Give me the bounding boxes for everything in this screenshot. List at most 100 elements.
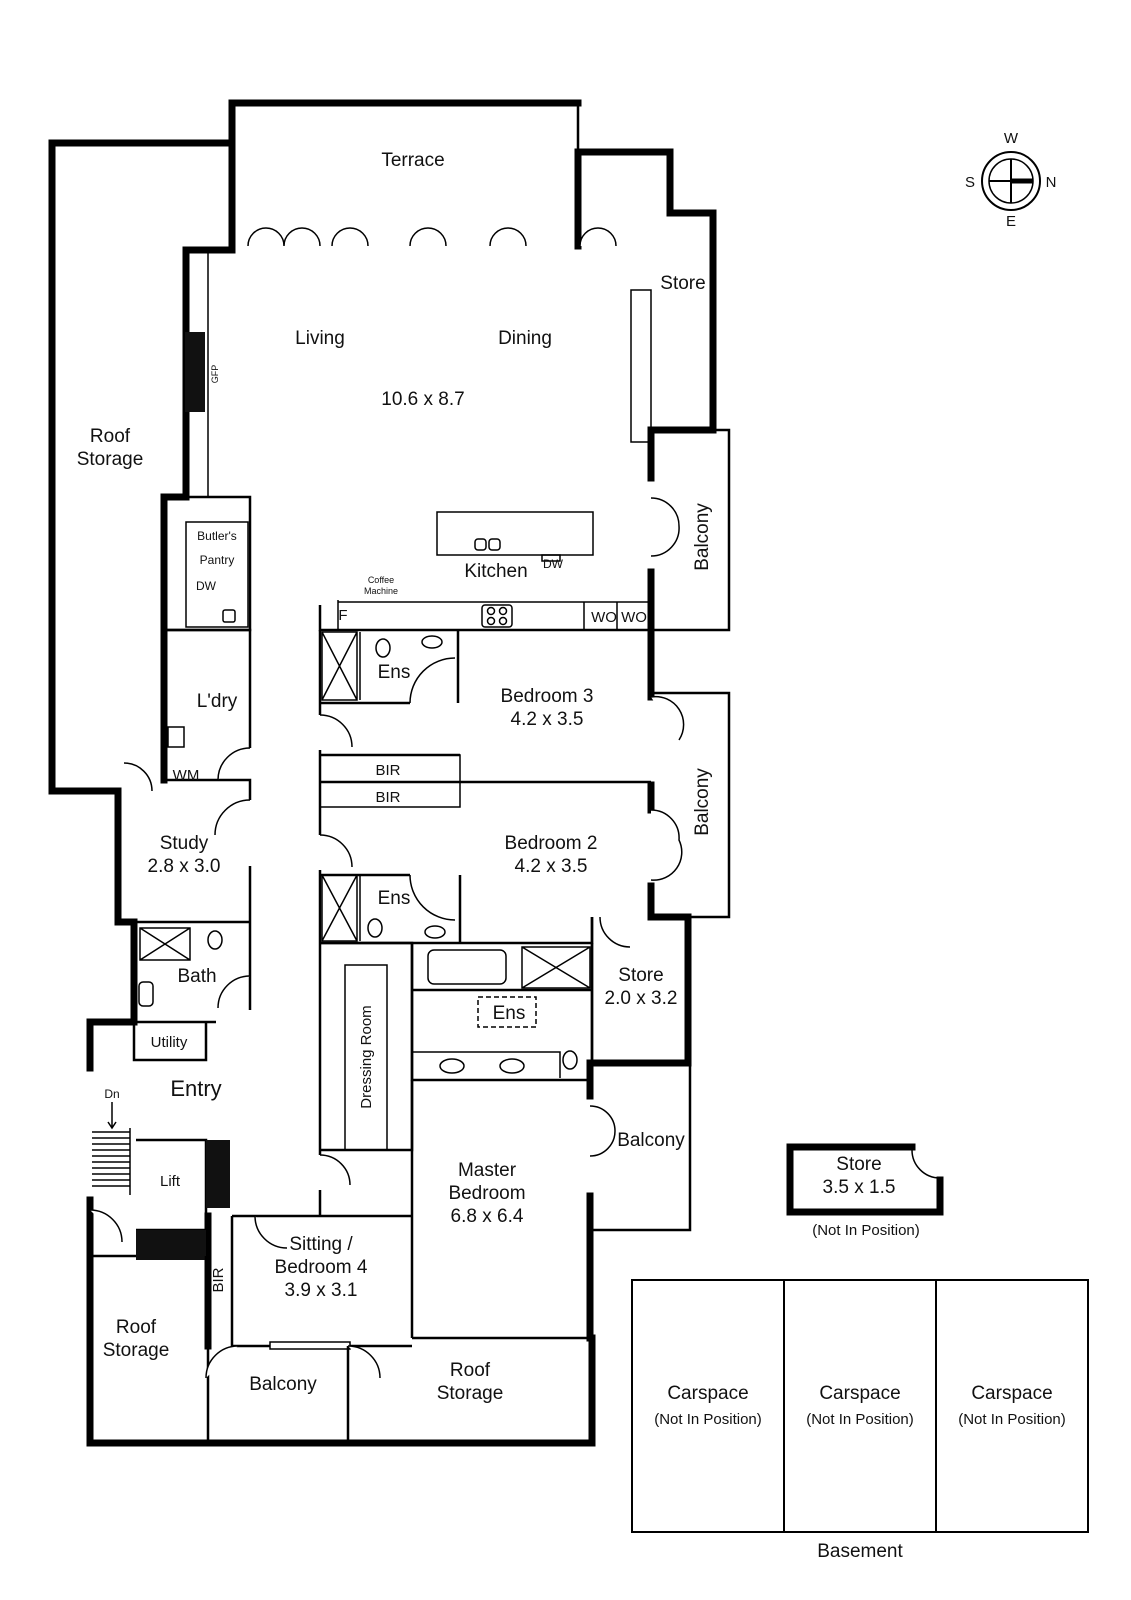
toilet-master: [562, 1050, 578, 1070]
master-shower: [521, 946, 591, 989]
balcony2-outline: [651, 691, 731, 919]
carspace-1-label: Carspace: [667, 1383, 748, 1404]
ens-3-label: Ens: [493, 1003, 526, 1024]
bed3-bottom: [320, 753, 651, 784]
bed2-bottom: [320, 875, 594, 945]
dn-label: Dn: [104, 1087, 119, 1101]
store-detached-dims: 3.5 x 1.5: [823, 1177, 896, 1198]
compass-s: S: [965, 174, 975, 191]
ens1-shower: [321, 631, 358, 701]
store-mid-door: [599, 916, 631, 948]
roof-storage-left-2: Storage: [77, 449, 144, 470]
south-wall: [344, 1334, 596, 1447]
store-mid-label: Store: [618, 965, 663, 986]
balcony2-doors: [650, 695, 685, 881]
terrace-label: Terrace: [381, 150, 444, 171]
lift-base-dark: [136, 1230, 206, 1260]
balcony-3-label: Balcony: [617, 1130, 685, 1151]
wm-label: WM: [173, 767, 200, 784]
utility-box: [132, 1022, 208, 1062]
master-label-2: Bedroom: [448, 1183, 525, 1204]
utility-label: Utility: [151, 1034, 188, 1051]
balcony3-door: [589, 1105, 616, 1157]
master-dims: 6.8 x 6.4: [451, 1206, 524, 1227]
basin-1: [439, 1058, 465, 1074]
basin-ens2: [424, 925, 446, 939]
butlers-2: Pantry: [200, 553, 235, 567]
ens3-label-box: [477, 996, 537, 1028]
bir-1-label: BIR: [375, 762, 400, 779]
store-detached-door: [911, 1149, 941, 1179]
study-label: Study: [160, 833, 209, 854]
roof-storage-bm-2: Storage: [437, 1383, 504, 1404]
toilet-bath: [207, 930, 223, 950]
roof-storage-left-wall: [48, 139, 236, 795]
sitting-door: [254, 1215, 288, 1249]
bed2-label: Bedroom 2: [505, 833, 598, 854]
bath-shower: [139, 927, 191, 961]
ldry-tub: [167, 726, 185, 748]
bathtub: [427, 949, 507, 985]
dw-pantry: DW: [196, 579, 217, 593]
carspace-2-note: (Not In Position): [806, 1411, 914, 1428]
carspace-2-label: Carspace: [819, 1383, 900, 1404]
gfp-fireplace: [185, 332, 205, 412]
butlers-1: Butler's: [197, 529, 237, 543]
basin-2: [499, 1058, 525, 1074]
pantry-bench: [185, 521, 249, 628]
balcony4-window: [269, 1341, 351, 1350]
roof-storage-left-1: Roof: [90, 426, 131, 447]
living-label: Living: [295, 328, 345, 349]
store-top-label: Store: [660, 273, 705, 294]
sitting-walls: [230, 1214, 412, 1348]
sitting-dims: 3.9 x 3.1: [285, 1280, 358, 1301]
bed3-label: Bedroom 3: [501, 686, 594, 707]
interior-walls: [90, 250, 652, 1443]
kitchen-label: Kitchen: [464, 561, 527, 582]
basin-ens1: [421, 635, 443, 649]
ldry-door: [217, 747, 251, 781]
bed3-dims: 4.2 x 3.5: [511, 709, 584, 730]
stairs-arrow: [107, 1102, 117, 1130]
balcony1-doors: [650, 497, 680, 557]
cooktop-burner-1: [486, 606, 496, 616]
balcony3-outline: [590, 1061, 692, 1232]
compass-icon: [981, 151, 1041, 211]
toilet-ens2: [367, 918, 383, 938]
roof-storage-bl-1: Roof: [116, 1317, 157, 1338]
terrace-doors: [247, 227, 617, 247]
fridge-label: F: [338, 607, 347, 624]
bir-boxes: [320, 754, 461, 808]
lift-label: Lift: [160, 1173, 181, 1190]
study-west-wall: [86, 787, 138, 1072]
terrace-wall-left: [228, 99, 582, 250]
stairs: [92, 1128, 131, 1195]
balcony-2-label: Balcony: [692, 768, 713, 836]
bir-3-label: BIR: [210, 1267, 227, 1292]
store-top-inner: [630, 289, 652, 443]
balcony1-outline: [651, 428, 731, 632]
master-vanity: [412, 1051, 561, 1078]
carspace-1-note: (Not In Position): [654, 1411, 762, 1428]
sitting-label-1: Sitting /: [289, 1234, 353, 1255]
ens-2-label: Ens: [378, 888, 411, 909]
living-dims: 10.6 x 8.7: [381, 389, 464, 410]
bed2-dims: 4.2 x 3.5: [515, 856, 588, 877]
compass-n: N: [1046, 174, 1057, 191]
ldry-walls: [164, 628, 252, 748]
dining-label: Dining: [498, 328, 552, 349]
coffee-2: Machine: [364, 586, 398, 596]
roof-storage-bl-wall: [86, 1252, 352, 1447]
ldry-bottom: [164, 778, 252, 800]
ens-1-label: Ens: [378, 662, 411, 683]
wo-label-2: WO: [621, 609, 647, 626]
study-dims: 2.8 x 3.0: [148, 856, 221, 877]
carspace-3-label: Carspace: [971, 1383, 1052, 1404]
bed3-door: [319, 714, 353, 748]
sitting-label-2: Bedroom 4: [275, 1257, 368, 1278]
store-mid-dims: 2.0 x 3.2: [605, 988, 678, 1009]
dw-kitchen: DW: [543, 557, 564, 571]
kitchen-island: [436, 511, 594, 556]
compass-e: E: [1006, 213, 1016, 230]
